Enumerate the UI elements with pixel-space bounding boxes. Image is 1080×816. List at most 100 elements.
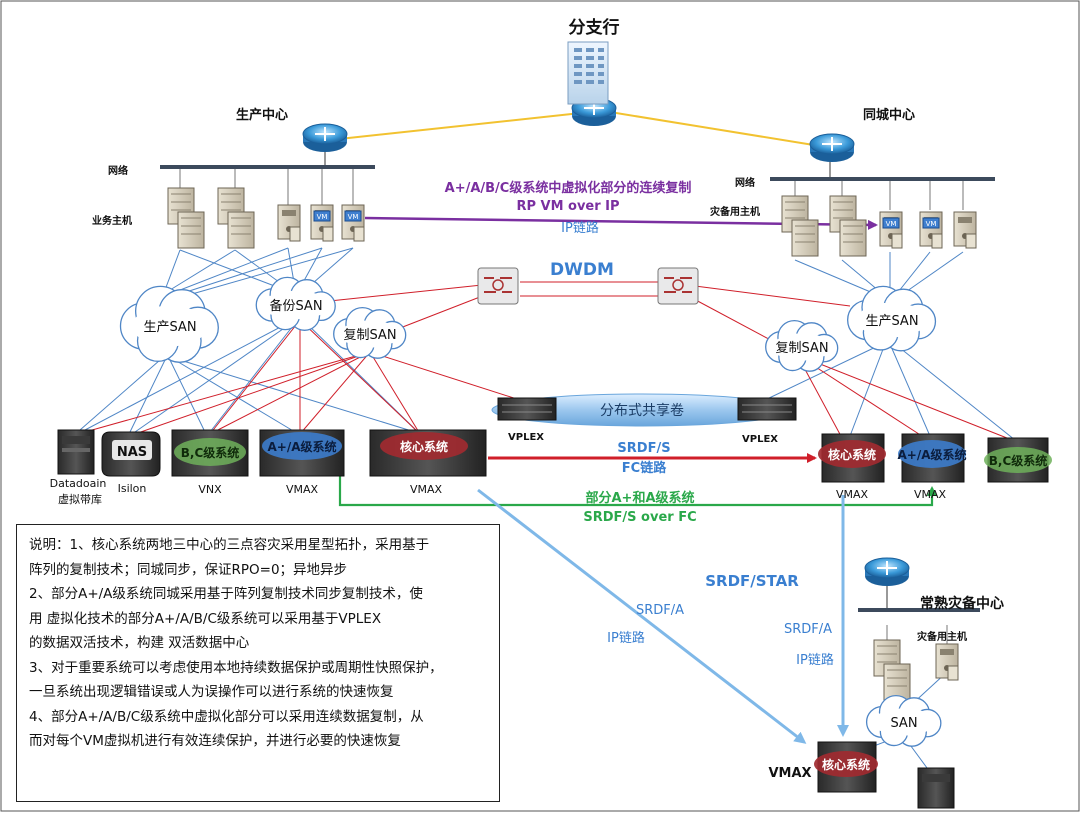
repl-san-cloud-2-label: 复制SAN bbox=[775, 341, 828, 356]
prod-network-bar bbox=[160, 165, 375, 169]
datadomain-device bbox=[57, 429, 95, 475]
srdf-a-label-right: SRDF/A bbox=[784, 622, 832, 637]
warm-san-cloud-label: SAN bbox=[890, 716, 917, 731]
warm-host-tower-1 bbox=[873, 639, 911, 701]
vmax-core-warm-device bbox=[814, 741, 878, 793]
vmax-core-prod-label: VMAX bbox=[410, 483, 443, 496]
labels: 分支行 生产中心 同城中心 网络 网络 业务主机 灾备用主机 A+/A/B/C级… bbox=[50, 17, 1048, 781]
core-sc-label: 核心系统 bbox=[828, 447, 876, 462]
sc-host-tower-1 bbox=[781, 195, 819, 257]
warm-san-cloud: SAN bbox=[865, 694, 942, 747]
prod-host-tower-2 bbox=[217, 187, 255, 249]
note-line: 4、部分A+/A/B/C级系统中虚拟化部分可以采用连续数据复制，从 bbox=[29, 708, 424, 725]
rp-ip-link: IP链路 bbox=[561, 220, 599, 236]
nas-label: NAS bbox=[117, 445, 147, 460]
prod-san-cloud-label: 生产SAN bbox=[143, 320, 196, 335]
vm-label: VM bbox=[886, 220, 897, 228]
dwdm-switch-right bbox=[657, 267, 699, 305]
vmax-core-sc-label: VMAX bbox=[836, 488, 869, 501]
rp-title: A+/A/B/C级系统中虚拟化部分的连续复制 bbox=[445, 180, 692, 196]
dwdm-label: DWDM bbox=[550, 260, 614, 280]
note-line: 阵列的复制技术；同城同步，保证RPO=0；异地异步 bbox=[29, 561, 348, 578]
sc-prod-san-cloud: 生产SAN bbox=[847, 285, 937, 352]
note-line: 的数据双活技术，构建 双活数据中心 bbox=[29, 635, 250, 651]
sc-network-label: 网络 bbox=[735, 176, 755, 189]
srdf-s-fc-link bbox=[338, 462, 937, 507]
prod-host-vm-1: VM bbox=[310, 204, 334, 242]
note-line: 用 虚拟化技术的部分A+/A/B/C级系统可以采用基于VPLEX bbox=[29, 610, 382, 627]
srdf-s-label: SRDF/S bbox=[617, 441, 670, 456]
samecity-label: 同城中心 bbox=[863, 107, 915, 123]
note-line: 一旦系统出现逻辑错误或人为误操作可以进行系统的快速恢复 bbox=[29, 684, 394, 700]
sc-host-vm-2: VM bbox=[919, 211, 943, 249]
srdf-s-fc-label: SRDF/S over FC bbox=[583, 510, 696, 525]
warm-router-icon bbox=[864, 557, 910, 586]
datadomain-sub-label: 虚拟带库 bbox=[58, 492, 102, 506]
prod-san-storage-links bbox=[79, 321, 419, 433]
nas-device bbox=[101, 431, 161, 477]
srdf-a-label-left: SRDF/A bbox=[636, 603, 684, 618]
note-line: 2、部分A+/A级系统同城采用基于阵列复制技术同步复制技术，使 bbox=[29, 586, 423, 602]
warm-host-small-1 bbox=[935, 643, 959, 681]
sc-prod-san-cloud-label: 生产SAN bbox=[865, 314, 918, 329]
prod-network-label: 网络 bbox=[108, 164, 128, 177]
branch-building-icon bbox=[567, 41, 609, 105]
srdf-a-link-prod bbox=[477, 488, 807, 744]
vplex-left-label: VPLEX bbox=[508, 432, 544, 443]
vplex-left-device bbox=[497, 397, 557, 421]
production-label: 生产中心 bbox=[236, 107, 288, 123]
backup-san-cloud-label: 备份SAN bbox=[269, 298, 322, 314]
prod-host-tower-1 bbox=[167, 187, 205, 249]
warm-dr-storage-device bbox=[917, 767, 955, 809]
warm-network-bar bbox=[858, 608, 980, 612]
core-warm-label: 核心系统 bbox=[822, 757, 870, 772]
dr-hosts-label: 灾备用主机 bbox=[710, 205, 760, 218]
vmax-aa-sc-device bbox=[898, 433, 966, 483]
vm-label: VM bbox=[317, 213, 328, 221]
branch-label: 分支行 bbox=[569, 17, 620, 38]
warm-dr-label: 常熟灾备中心 bbox=[920, 595, 1004, 612]
rp-sub: RP VM over IP bbox=[516, 199, 619, 214]
host-servers: VM VM VM VM bbox=[167, 187, 977, 701]
vmax-warm-label: VMAX bbox=[768, 766, 811, 781]
aa-prod-label: A+/A级系统 bbox=[267, 439, 336, 454]
vnx-sc-device bbox=[984, 437, 1052, 483]
ip-link-label-right: IP链路 bbox=[796, 652, 834, 668]
repl-san-cloud-label: 复制SAN bbox=[343, 328, 396, 343]
sc-host-tower-2 bbox=[829, 195, 867, 257]
partial-sync-label: 部分A+和A级系统 bbox=[585, 490, 694, 506]
prod-san-cloud: 生产SAN bbox=[119, 285, 219, 363]
vmax-aa-sc-label: VMAX bbox=[914, 488, 947, 501]
prod-host-vm-2: VM bbox=[341, 204, 365, 242]
vplex-right-device bbox=[737, 397, 797, 421]
bc-prod-label: B,C级系统 bbox=[181, 445, 240, 460]
san-clouds: 生产SAN 备份SAN 复制SAN 复制SAN 生产SAN SAN bbox=[119, 276, 942, 747]
vmax-aa-prod-label: VMAX bbox=[286, 483, 319, 496]
replication-red-links bbox=[84, 281, 1013, 441]
bc-sc-label: B,C级系统 bbox=[989, 453, 1048, 468]
isilon-label: Isilon bbox=[118, 482, 147, 495]
sc-router-icon bbox=[809, 133, 855, 162]
sc-host-small-1 bbox=[953, 211, 977, 249]
business-hosts-label: 业务主机 bbox=[92, 214, 132, 227]
srdf-star-label: SRDF/STAR bbox=[705, 572, 799, 590]
ip-link-label-left: IP链路 bbox=[607, 630, 645, 646]
notes-box: 说明：1、核心系统两地三中心的三点容灾采用星型拓扑，采用基于阵列的复制技术；同城… bbox=[16, 524, 500, 802]
datadomain-label: Datadoain bbox=[50, 477, 107, 490]
note-line: 说明：1、核心系统两地三中心的三点容灾采用星型拓扑，采用基于 bbox=[29, 537, 430, 553]
fc-link-label: FC链路 bbox=[622, 460, 667, 476]
backup-san-cloud: 备份SAN bbox=[255, 276, 336, 331]
repl-san-cloud: 复制SAN bbox=[333, 306, 407, 359]
vm-label: VM bbox=[926, 220, 937, 228]
vm-label: VM bbox=[348, 213, 359, 221]
vmax-aa-prod-device bbox=[259, 429, 345, 477]
distributed-volume-label: 分布式共享卷 bbox=[600, 402, 684, 419]
sc-network-bar bbox=[770, 177, 995, 181]
repl-san-cloud-2: 复制SAN bbox=[765, 319, 839, 372]
vmax-core-sc-device bbox=[818, 433, 886, 483]
vmax-core-prod-device bbox=[369, 429, 487, 477]
core-prod-label: 核心系统 bbox=[400, 439, 448, 454]
